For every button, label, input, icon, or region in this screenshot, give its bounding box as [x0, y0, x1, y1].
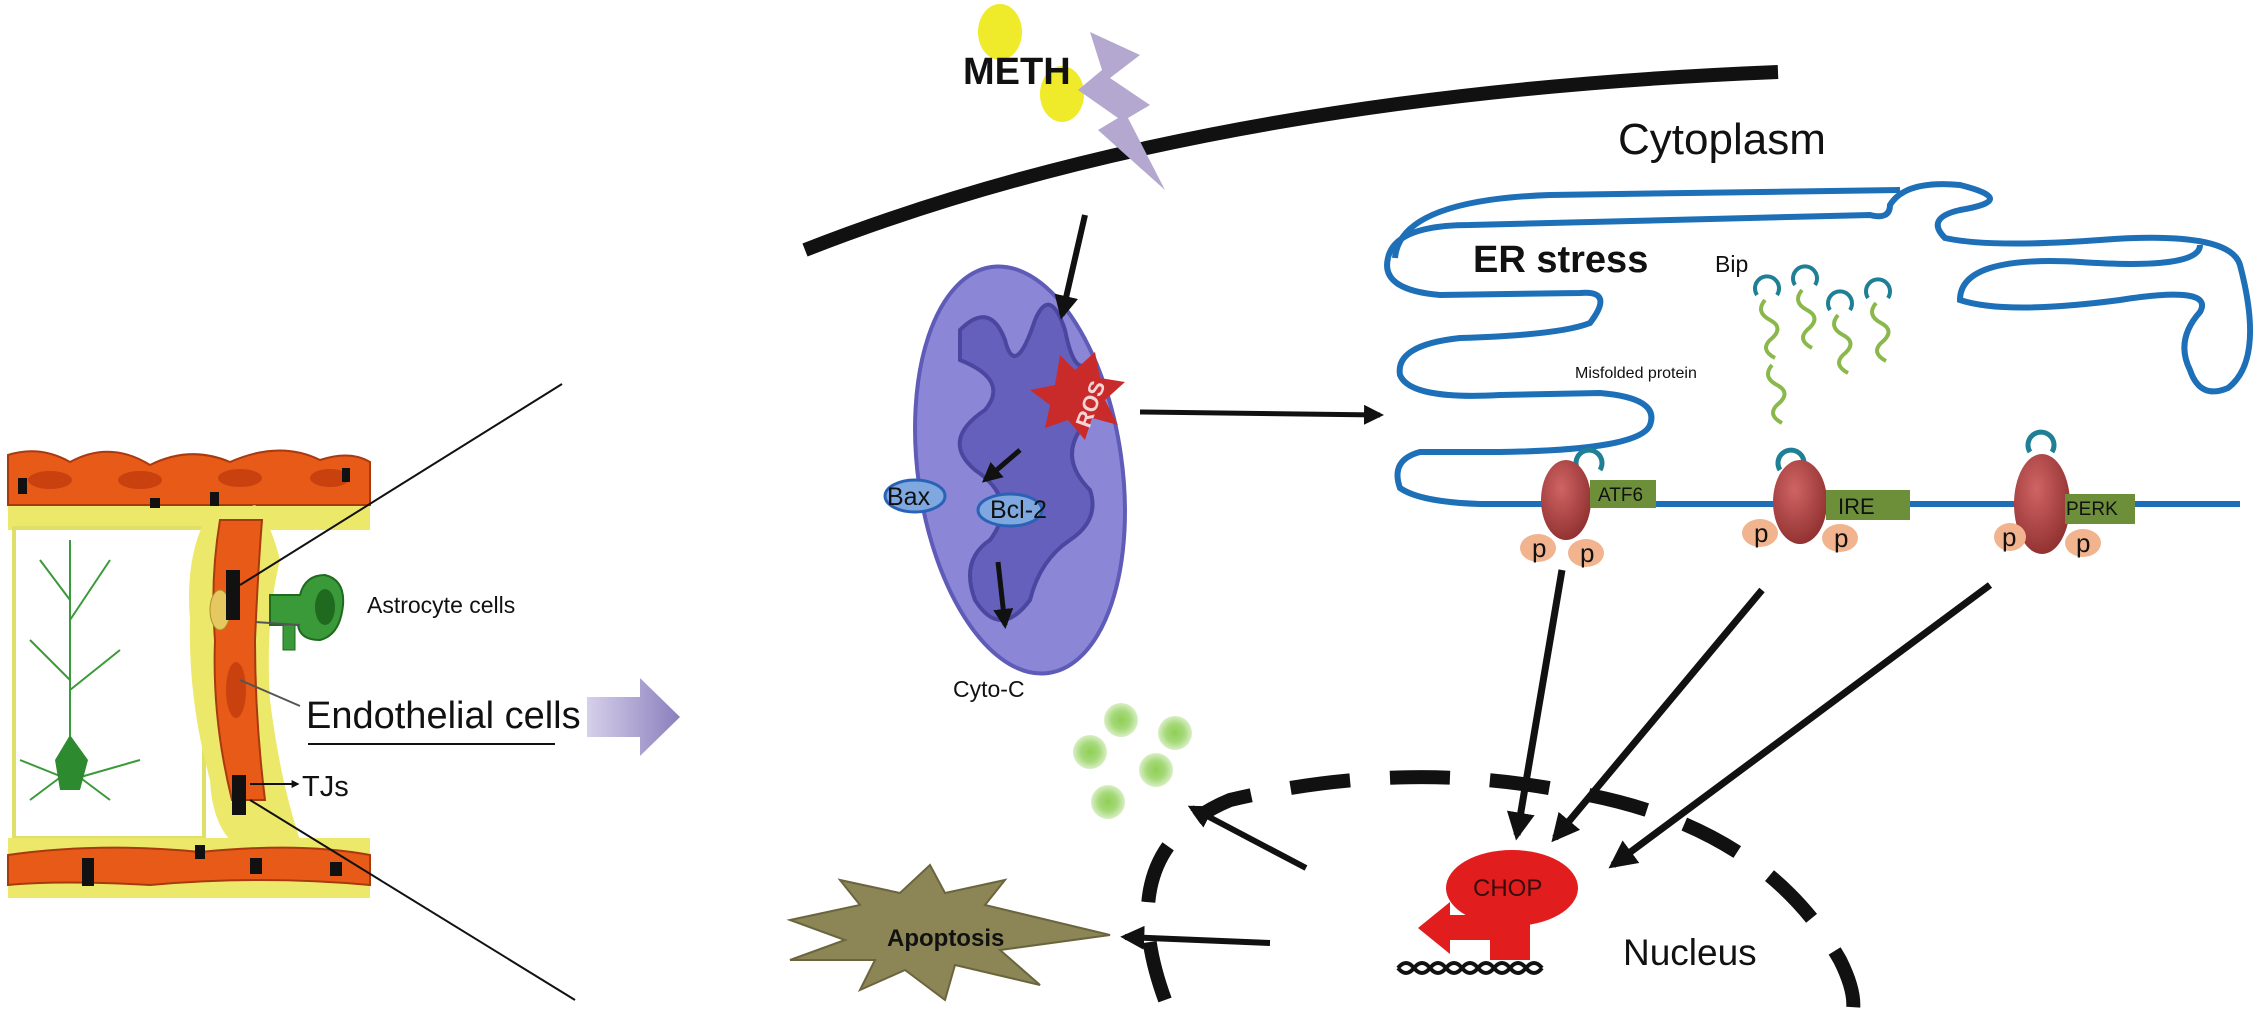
bip-cluster: [1753, 264, 1892, 375]
misfolded-protein-label: Misfolded protein: [1575, 365, 1697, 382]
neuron: [19, 540, 141, 801]
endothelial-top-layer: [7, 449, 371, 530]
lightning-icon: [1078, 32, 1165, 190]
meth-molecule: [978, 4, 1165, 190]
meth-label: METH: [963, 51, 1071, 93]
tissue-panel: Astrocyte cells Endothelial cells TJs: [7, 383, 680, 1001]
bip-label: Bip: [1715, 251, 1748, 277]
apoptosis-label: Apoptosis: [887, 925, 1004, 952]
nuclear-envelope: [1140, 770, 1861, 1024]
er-stress-label: ER stress: [1473, 239, 1648, 281]
ire-p2-label: p: [1834, 523, 1848, 553]
endothelial-bottom-layer: [7, 838, 371, 898]
chop-label: CHOP: [1473, 875, 1542, 902]
bax-protein: [883, 478, 947, 514]
cyto-c-label: Cyto-C: [953, 676, 1025, 702]
atf6-p2-label: p: [1580, 538, 1594, 568]
arrow-to-vesicles: [1187, 805, 1308, 871]
perk-label: PERK: [2066, 499, 2118, 520]
arrow-ire-to-chop: [1551, 587, 1765, 843]
vesicles: [1073, 703, 1192, 819]
perk-p2-label: p: [2076, 528, 2090, 558]
ire-label: IRE: [1838, 494, 1875, 519]
chop-protein: [1396, 850, 1578, 975]
arrow-meth-to-mito: [1054, 214, 1088, 320]
astrocyte-cells-label: Astrocyte cells: [367, 592, 515, 618]
neuron-soma: [55, 735, 88, 790]
arrow-perk-to-chop: [1608, 582, 1993, 869]
er-membrane: [1384, 181, 2254, 507]
endothelial-cells-label: Endothelial cells: [306, 695, 581, 737]
nucleus-label: Nucleus: [1623, 932, 1757, 973]
atf6-receptor: [1520, 447, 1656, 567]
cell-membrane: [802, 65, 1779, 257]
arrow-to-apoptosis: [1120, 925, 1271, 950]
transition-arrow: [587, 678, 680, 756]
apoptosis-burst: [786, 863, 1111, 1002]
transcription-arrow: [1418, 902, 1490, 954]
mitochondrion: ROS: [883, 264, 1127, 676]
ire-p1-label: p: [1754, 518, 1768, 548]
misfolded-protein-icon: [1766, 363, 1787, 425]
tjs-label: TJs: [302, 771, 349, 803]
arrow-atf6-to-chop: [1506, 569, 1566, 841]
bcl2-protein: [976, 492, 1044, 528]
cytoplasm-label: Cytoplasm: [1618, 115, 1826, 164]
atf6-label: ATF6: [1598, 485, 1643, 506]
arrow-ros-to-bax: [981, 448, 1022, 483]
astrocyte: [269, 573, 345, 651]
perk-receptor: [1994, 429, 2135, 557]
ros-burst: [1030, 352, 1125, 440]
bcl2-label: Bcl-2: [990, 496, 1047, 524]
perk-p1-label: p: [2002, 522, 2016, 552]
arrow-mito-to-er: [1139, 404, 1384, 425]
atf6-p1-label: p: [1532, 533, 1546, 563]
dna-strand: [1396, 961, 1544, 975]
bax-label: Bax: [887, 483, 931, 511]
endothelial-column: [189, 505, 300, 840]
arrow-to-cyto-c: [993, 561, 1014, 629]
ire-receptor: [1742, 447, 1910, 552]
